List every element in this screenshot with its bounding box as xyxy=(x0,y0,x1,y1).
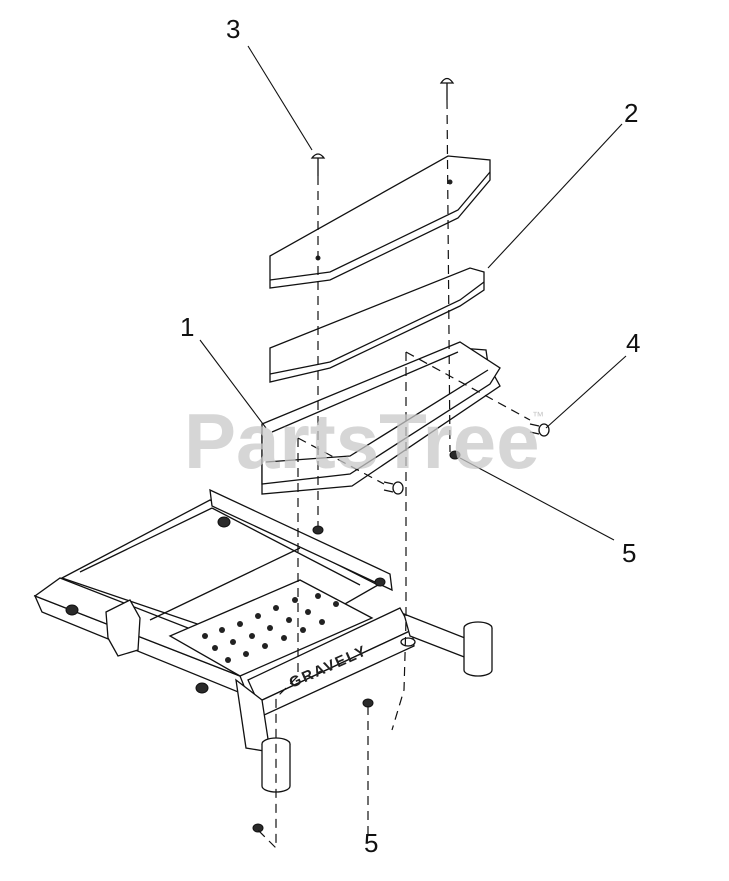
callout-1: 1 xyxy=(180,312,194,342)
part-2-plate-upper xyxy=(269,155,491,289)
callout-3: 3 xyxy=(226,14,240,44)
watermark: PartsTree xyxy=(184,397,540,485)
callout-5-upper: 5 xyxy=(622,538,636,568)
part-1-bracket xyxy=(261,341,501,495)
part-3-bolt-right xyxy=(439,77,455,100)
part-2-plate-lower xyxy=(269,267,485,383)
callout-2: 2 xyxy=(624,98,638,128)
floor-holes xyxy=(202,593,339,663)
mower-frame: GRAVELY xyxy=(33,488,493,793)
watermark-trademark: ™ xyxy=(532,409,544,423)
callout-4: 4 xyxy=(626,328,640,358)
part-3-bolt-left xyxy=(310,153,326,176)
leader-lines xyxy=(199,45,627,541)
assembly-lines xyxy=(257,99,531,850)
part-4-bolt-left xyxy=(383,481,404,495)
callout-5-lower: 5 xyxy=(364,828,378,858)
